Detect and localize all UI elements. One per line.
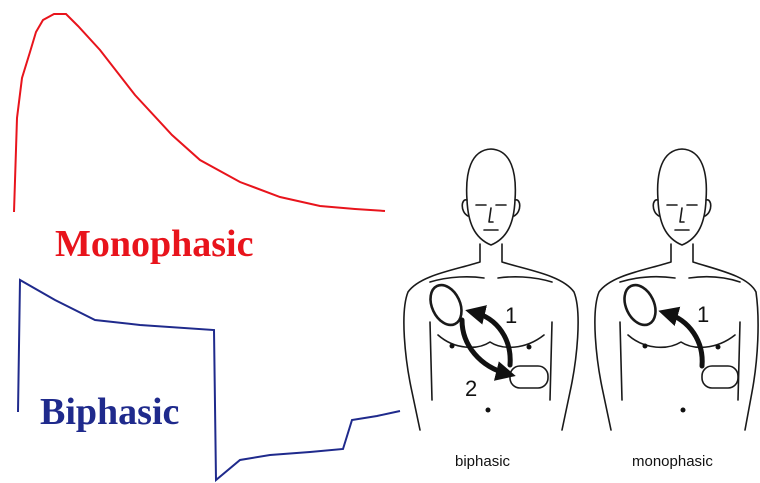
monophasic-nipple-right xyxy=(716,345,721,350)
monophasic-pad-upper xyxy=(618,280,661,330)
monophasic-navel xyxy=(681,408,686,413)
monophasic-collarbones xyxy=(620,277,740,282)
biphasic-nipple-right xyxy=(527,345,532,350)
monophasic-label: Monophasic xyxy=(55,222,253,266)
biphasic-label: Biphasic xyxy=(40,390,179,434)
monophasic-face xyxy=(667,205,697,230)
biphasic-collarbones xyxy=(430,277,552,282)
monophasic-pad-lower xyxy=(702,366,738,388)
biphasic-waveform xyxy=(18,280,400,480)
monophasic-waveform xyxy=(14,14,385,212)
monophasic-path-label-1: 1 xyxy=(697,302,709,327)
biphasic-nipple-left xyxy=(450,344,455,349)
biphasic-torso-figure xyxy=(404,149,578,430)
biphasic-pad-lower xyxy=(510,366,548,388)
biphasic-face xyxy=(476,205,506,230)
biphasic-caption: biphasic xyxy=(455,453,510,470)
biphasic-path-label-2: 2 xyxy=(465,376,477,401)
biphasic-navel xyxy=(486,408,491,413)
monophasic-caption: monophasic xyxy=(632,453,713,470)
biphasic-path-label-1: 1 xyxy=(505,303,517,328)
monophasic-nipple-left xyxy=(643,344,648,349)
monophasic-torso-figure xyxy=(595,149,758,430)
